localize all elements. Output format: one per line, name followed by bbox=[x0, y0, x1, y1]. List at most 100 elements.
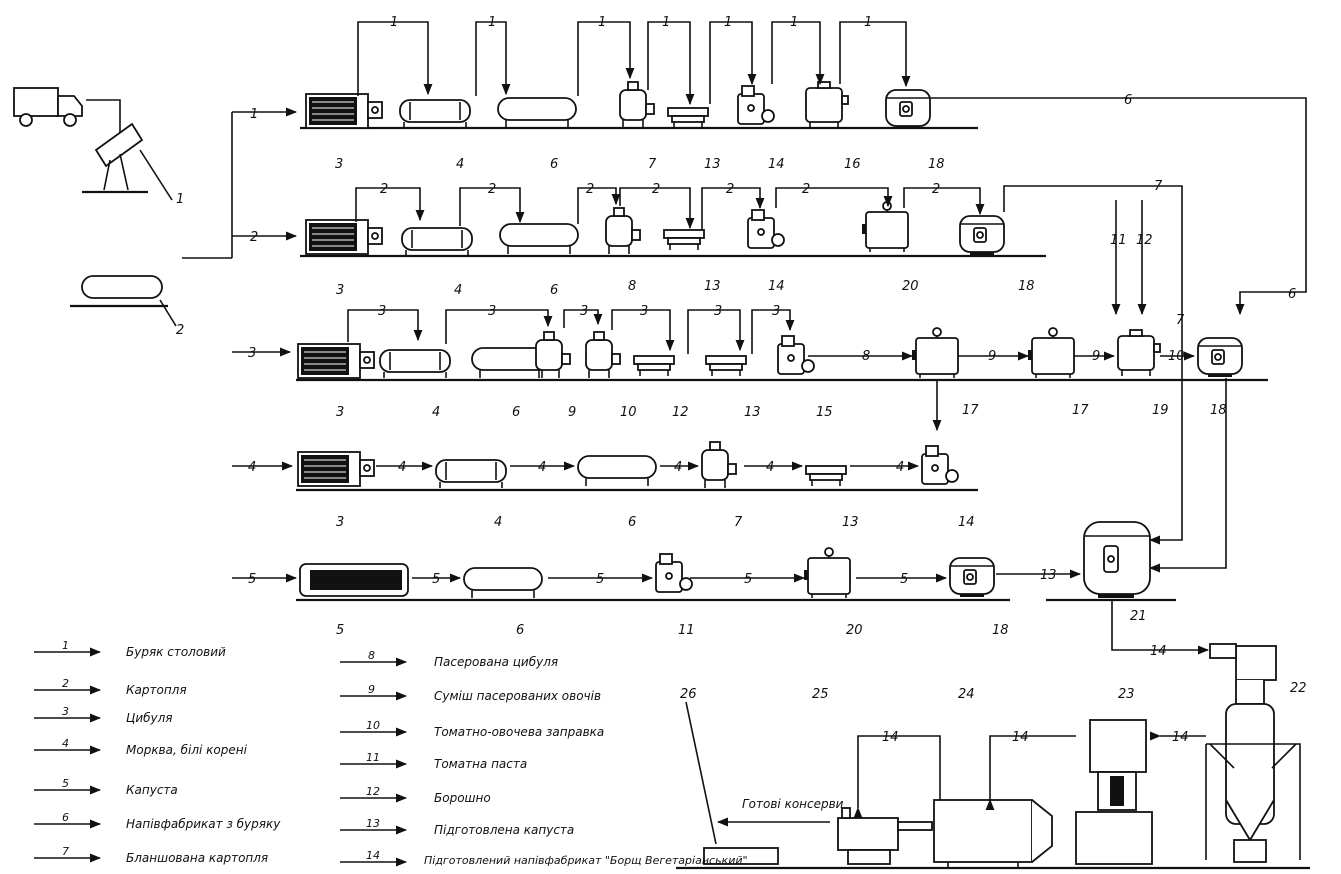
svg-text:Картопля: Картопля bbox=[126, 683, 187, 697]
svg-text:10: 10 bbox=[366, 719, 380, 732]
equipment-number: 8 bbox=[628, 279, 636, 294]
line-1 bbox=[300, 21, 1307, 316]
svg-text:Борошно: Борошно bbox=[434, 791, 491, 805]
equipment-number: 3 bbox=[336, 405, 344, 420]
svg-text:12: 12 bbox=[366, 785, 380, 798]
line-5 bbox=[296, 547, 1082, 602]
flow-label: 13 bbox=[1040, 568, 1057, 583]
flow-label: 6 bbox=[1288, 287, 1296, 302]
equipment-number: 24 bbox=[958, 687, 975, 702]
legend-item: 13 Підготовлена капуста bbox=[340, 817, 574, 837]
equipment-number: 13 bbox=[842, 515, 859, 530]
svg-text:6: 6 bbox=[62, 811, 69, 824]
equipment-number: 16 bbox=[844, 157, 861, 172]
svg-text:1: 1 bbox=[62, 639, 69, 652]
equipment-number: 4 bbox=[432, 405, 440, 420]
equipment-number: 5 bbox=[336, 623, 344, 638]
flow-label: 5 bbox=[596, 572, 604, 587]
equipment-number: 26 bbox=[680, 687, 697, 702]
svg-text:8: 8 bbox=[368, 649, 375, 662]
equipment-number: 10 bbox=[620, 405, 637, 420]
equipment-number: 7 bbox=[734, 515, 743, 530]
equipment-number: 18 bbox=[1210, 403, 1227, 418]
mixing-kettle-21 bbox=[1046, 521, 1210, 655]
svg-text:Морква, білі корені: Морква, білі корені bbox=[126, 743, 248, 757]
svg-text:4: 4 bbox=[62, 737, 69, 750]
svg-text:5: 5 bbox=[62, 777, 69, 790]
flow-label: 2 bbox=[250, 230, 258, 245]
equipment-number: 18 bbox=[1018, 279, 1035, 294]
svg-text:Томатна паста: Томатна паста bbox=[434, 757, 527, 771]
svg-text:Буряк столовий: Буряк столовий bbox=[126, 645, 226, 659]
equipment-number: 7 bbox=[648, 157, 657, 172]
flow-labels: 1 1 1 1 1 1 1 1 6 6 2 2 2 2 2 2 2 2 7 7 … bbox=[248, 15, 1296, 745]
equipment-number: 20 bbox=[902, 279, 919, 294]
equipment-number: 14 bbox=[958, 515, 975, 530]
flow-label: 10 bbox=[1168, 349, 1185, 364]
flow-label: 1 bbox=[390, 15, 398, 30]
equipment-number: 6 bbox=[512, 405, 520, 420]
flow-label: 4 bbox=[766, 460, 774, 475]
equipment-number: 6 bbox=[628, 515, 636, 530]
flow-label: 5 bbox=[248, 572, 256, 587]
equipment-number: 3 bbox=[335, 157, 343, 172]
equipment-number: 18 bbox=[928, 157, 945, 172]
flow-label: 3 bbox=[248, 346, 256, 361]
svg-text:7: 7 bbox=[62, 845, 69, 858]
equipment-number: 4 bbox=[494, 515, 502, 530]
flow-label: 1 bbox=[662, 15, 670, 30]
svg-text:3: 3 bbox=[62, 705, 69, 718]
flow-label: 4 bbox=[896, 460, 904, 475]
equipment-number: 14 bbox=[768, 157, 785, 172]
svg-text:Готові консерви: Готові консерви bbox=[742, 797, 844, 811]
flow-label: 4 bbox=[674, 460, 682, 475]
legend-item: 3 Цибуля bbox=[34, 705, 173, 725]
legend-item: 1 Буряк столовий bbox=[34, 639, 226, 659]
flow-label: 2 bbox=[586, 182, 594, 197]
flow-label: 2 bbox=[802, 182, 810, 197]
flow-label: 5 bbox=[432, 572, 440, 587]
equipment-number: 11 bbox=[678, 623, 695, 638]
finished-product-label: Готові консерви bbox=[742, 797, 844, 811]
svg-text:2: 2 bbox=[62, 677, 69, 690]
legend-item: 4 Морква, білі корені bbox=[34, 737, 248, 757]
conveyor-24 bbox=[933, 735, 1076, 868]
equipment-number: 15 bbox=[816, 405, 833, 420]
equipment-number: 23 bbox=[1118, 687, 1135, 702]
flow-label: 11 bbox=[1110, 233, 1127, 248]
flow-label: 5 bbox=[900, 572, 908, 587]
svg-text:Цибуля: Цибуля bbox=[126, 711, 173, 725]
svg-text:Бланшована картопля: Бланшована картопля bbox=[126, 851, 268, 865]
svg-text:14: 14 bbox=[366, 849, 380, 862]
svg-text:9: 9 bbox=[368, 683, 375, 696]
flow-label: 1 bbox=[724, 15, 732, 30]
equipment-number: 2 bbox=[176, 323, 184, 338]
flow-label: 3 bbox=[714, 304, 722, 319]
legend-item: 9 Суміш пасерованих овочів bbox=[340, 683, 601, 703]
flow-label: 14 bbox=[882, 730, 899, 745]
equipment-number: 4 bbox=[454, 283, 462, 298]
conveyor-2 bbox=[70, 275, 177, 327]
flow-label: 1 bbox=[598, 15, 606, 30]
flow-label: 4 bbox=[398, 460, 406, 475]
flow-label: 8 bbox=[862, 349, 870, 364]
flow-label: 2 bbox=[380, 182, 388, 197]
legend-item: 2 Картопля bbox=[34, 677, 187, 697]
flow-label: 14 bbox=[1012, 730, 1029, 745]
legend-item: 7 Бланшована картопля bbox=[34, 845, 268, 865]
legend: 1 Буряк столовий 2 Картопля 3 Цибуля 4 М… bbox=[34, 639, 748, 867]
equipment-number: 22 bbox=[1290, 681, 1307, 696]
flow-label: 9 bbox=[1092, 349, 1100, 364]
truck-icon bbox=[13, 87, 121, 136]
legend-item: 12 Борошно bbox=[340, 785, 491, 805]
equipment-number: 3 bbox=[336, 283, 344, 298]
equipment-number: 18 bbox=[992, 623, 1009, 638]
equipment-number: 25 bbox=[812, 687, 829, 702]
svg-text:Пасерована цибуля: Пасерована цибуля bbox=[434, 655, 558, 669]
equipment-number-labels: 1 2 3 4 6 7 13 14 16 18 3 4 6 8 13 14 20… bbox=[176, 157, 1307, 702]
equipment-number: 14 bbox=[768, 279, 785, 294]
equipment-number: 20 bbox=[846, 623, 863, 638]
legend-item: 10 Томатно-овочева заправка bbox=[340, 719, 604, 739]
line-3 bbox=[296, 309, 1268, 573]
